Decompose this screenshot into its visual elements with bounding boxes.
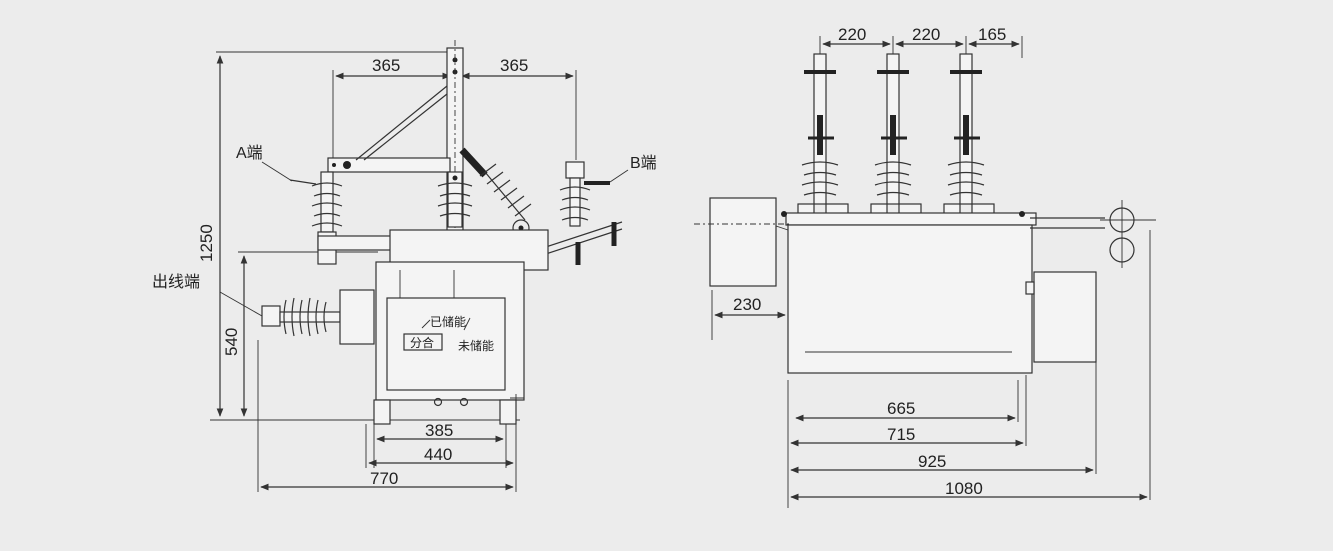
pole-2	[870, 53, 922, 215]
left-box-link	[775, 225, 789, 231]
dim-770-label: 770	[370, 469, 398, 488]
outgoing-leader	[219, 291, 263, 317]
pole-1	[797, 53, 849, 215]
pitch-220a-label: 220	[838, 25, 866, 44]
width-665-label: 665	[887, 399, 915, 418]
insulator-angled	[459, 147, 532, 237]
drain-1	[433, 397, 443, 407]
pitch-165-label: 165	[978, 25, 1006, 44]
bracket-pin-end	[332, 163, 336, 167]
main-tank	[787, 224, 1033, 374]
foot-right	[499, 399, 517, 425]
dim-230-label: 230	[733, 295, 761, 314]
bracket-brace	[355, 85, 448, 161]
dim-385-label: 385	[425, 421, 453, 440]
drain-2	[459, 397, 469, 407]
a-terminal-label: A端	[236, 144, 263, 162]
bracket-brace-2	[363, 93, 448, 161]
side-view: 1250 540 365 365 A端	[152, 40, 657, 492]
indicator-charged: 已储能	[430, 314, 466, 329]
a-terminal-leader	[261, 161, 293, 182]
indicator-open-close: 分合	[410, 335, 434, 350]
pitch-220b-label: 220	[912, 25, 940, 44]
b-terminal-label: B端	[630, 154, 657, 172]
open-close-window	[403, 333, 443, 351]
foot-left	[373, 399, 391, 425]
dim-365-right-label: 365	[500, 56, 528, 75]
lower-link	[317, 235, 394, 251]
insulator-middle	[437, 171, 473, 228]
bracket-arm	[327, 157, 451, 173]
top-plate	[785, 212, 1037, 226]
bracket-pin-left	[343, 161, 351, 169]
pole-3	[943, 53, 995, 215]
width-1080-label: 1080	[945, 479, 983, 498]
left-side-box	[709, 197, 777, 287]
indicator-pointers	[421, 317, 471, 331]
right-box-hinge	[1025, 281, 1035, 295]
dim-365-left-label: 365	[372, 56, 400, 75]
insulator-b	[559, 161, 610, 227]
right-bolt	[1019, 211, 1025, 217]
b-terminal-leader	[609, 169, 629, 183]
width-715-label: 715	[887, 425, 915, 444]
left-bolt	[781, 211, 787, 217]
ground-symbol	[510, 394, 524, 402]
dim-440-label: 440	[424, 445, 452, 464]
outgoing-terminal-label: 出线端	[152, 273, 200, 291]
right-side-box	[1033, 271, 1097, 363]
indicator-not-charged: 未储能	[458, 338, 494, 353]
height-1250-label: 1250	[197, 224, 216, 262]
height-540-label: 540	[222, 328, 241, 356]
outgoing-bushing	[261, 289, 375, 345]
a-terminal-lug	[289, 179, 317, 185]
front-view: 220 220 165	[694, 25, 1156, 508]
width-925-label: 925	[918, 452, 946, 471]
